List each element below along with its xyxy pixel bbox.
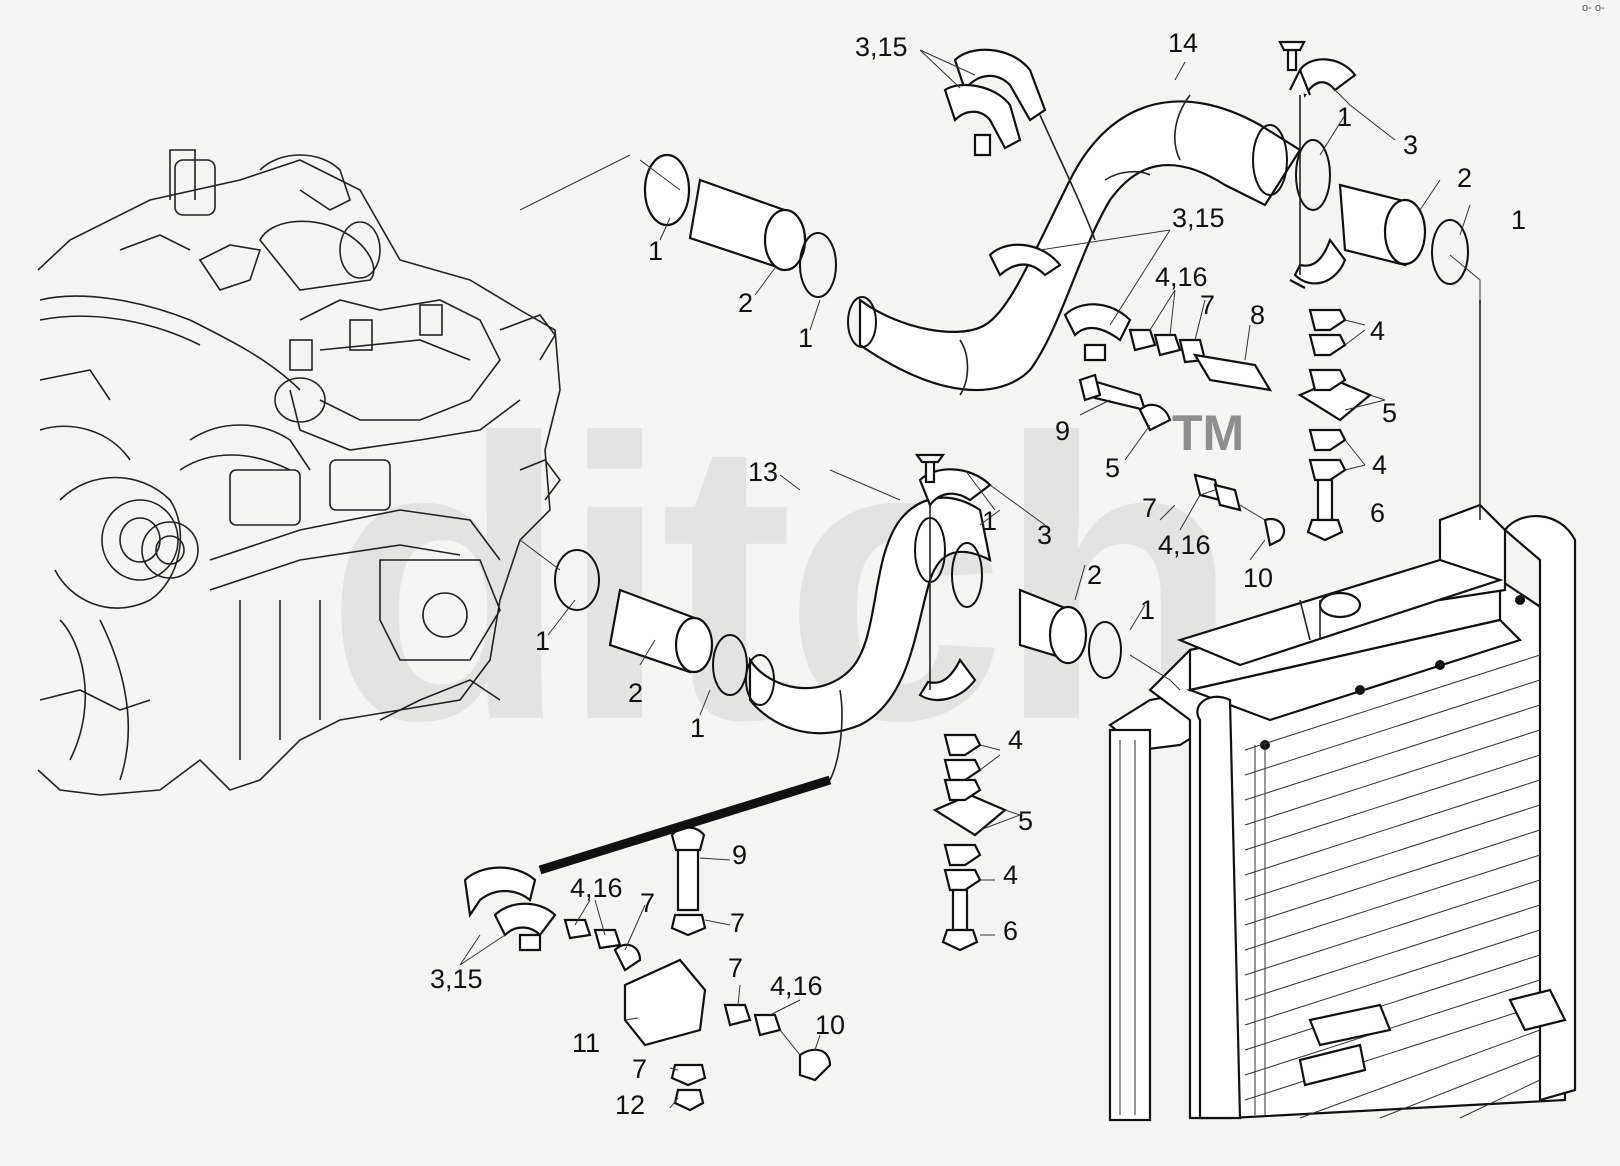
callout-10: 10 — [1243, 563, 1274, 593]
callout-11: 11 — [572, 1028, 601, 1058]
callout-4-16: 4,16 — [1155, 262, 1208, 292]
callout-4-16: 4,16 — [570, 873, 623, 903]
callout-3-15: 3,15 — [1172, 203, 1225, 233]
callout-5: 5 — [1018, 806, 1034, 836]
callout-1: 1 — [1140, 595, 1156, 625]
callout-12: 12 — [615, 1090, 646, 1120]
callout-3: 3 — [1403, 130, 1419, 160]
callout-7: 7 — [728, 953, 744, 983]
callout-3-15: 3,15 — [430, 964, 483, 994]
callout-14: 14 — [1168, 28, 1199, 58]
engine-assembly — [37, 149, 561, 796]
callout-9: 9 — [732, 840, 748, 870]
callout-10: 10 — [815, 1010, 846, 1040]
callout-5: 5 — [1382, 398, 1398, 428]
callout-2: 2 — [628, 678, 644, 708]
callout-6: 6 — [1003, 916, 1019, 946]
lower-pipe-13 — [519, 469, 1181, 735]
watermark-trademark: TM — [1172, 405, 1245, 461]
callout-13: 13 — [748, 457, 779, 487]
callout-4: 4 — [1370, 316, 1386, 346]
callout-9: 9 — [1055, 416, 1071, 446]
callout-2: 2 — [1457, 163, 1473, 193]
callout-2: 2 — [738, 288, 754, 318]
callout-1: 1 — [798, 323, 814, 353]
callout-4: 4 — [1008, 725, 1024, 755]
callout-1: 1 — [1511, 205, 1527, 235]
callout-1: 1 — [1337, 102, 1353, 132]
callout-4-16: 4,16 — [770, 971, 823, 1001]
leader-lines — [459, 49, 1471, 1109]
upper-mount-bracket — [943, 48, 1286, 547]
callout-3-15: 3,15 — [855, 32, 908, 62]
callout-7: 7 — [640, 888, 656, 918]
callout-7: 7 — [1200, 290, 1216, 320]
callout-1: 1 — [982, 506, 998, 536]
callout-3: 3 — [1037, 520, 1053, 550]
callout-7: 7 — [730, 908, 746, 938]
callout-4: 4 — [1003, 860, 1019, 890]
lower-mount-bracket — [463, 689, 843, 1112]
corner-logo: o- o- — [1582, 2, 1605, 14]
callout-8: 8 — [1250, 300, 1266, 330]
callout-6: 6 — [1370, 498, 1386, 528]
callout-7: 7 — [632, 1054, 648, 1084]
callout-5: 5 — [1105, 453, 1121, 483]
lower-bracket-stack — [914, 453, 1021, 952]
callout-1: 1 — [690, 713, 706, 743]
callout-1: 1 — [648, 236, 664, 266]
upper-bracket-stack — [1278, 40, 1386, 542]
upper-pipe-14 — [519, 94, 1481, 396]
callout-2: 2 — [1087, 560, 1103, 590]
radiator-assembly — [1108, 300, 1577, 1122]
callout-4: 4 — [1372, 450, 1388, 480]
callout-1: 1 — [535, 626, 551, 656]
callout-7: 7 — [1142, 493, 1158, 523]
callout-4-16: 4,16 — [1158, 530, 1211, 560]
